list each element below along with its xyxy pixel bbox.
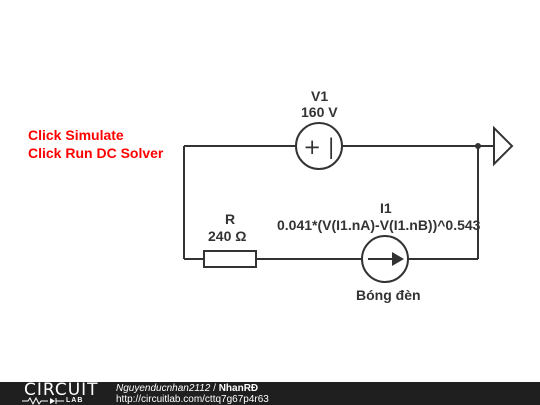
current-source-name: I1 <box>380 200 392 216</box>
voltage-source-polarity: + | <box>303 135 334 160</box>
instruction-simulate: Click Simulate <box>28 127 124 143</box>
current-source-caption: Bóng đèn <box>356 287 421 303</box>
current-arrow-head <box>392 252 404 266</box>
current-source-symbol[interactable] <box>361 235 409 283</box>
output-node-terminal[interactable] <box>493 125 514 167</box>
resistor-value: 240 Ω <box>208 228 247 244</box>
instruction-run-dc-solver: Click Run DC Solver <box>28 145 164 161</box>
voltage-source-symbol[interactable] <box>295 122 343 170</box>
footer-bar: CIRCUIT LAB Nguyenducnhan2112 / NhanRĐ h… <box>0 382 540 405</box>
circuitlab-logo-lab: LAB <box>66 397 84 404</box>
resistor-name: R <box>225 211 236 227</box>
credit-separator: / <box>210 383 219 394</box>
project-link[interactable]: NhanRĐ <box>218 383 259 394</box>
voltage-source-value: 160 V <box>301 104 338 120</box>
circuit-url-link[interactable]: http://circuitlab.com/cttq7g67p4r63 <box>116 394 269 405</box>
current-source-expression: 0.041*(V(I1.nA)-V(I1.nB))^0.543 <box>277 217 481 233</box>
resistor-symbol[interactable] <box>203 250 257 268</box>
circuitlab-logo-text[interactable]: CIRCUIT <box>24 380 99 400</box>
author-link[interactable]: Nguyenducnhan2112 <box>116 383 211 394</box>
footer-credit: Nguyenducnhan2112 / NhanRĐ <box>116 383 258 394</box>
junction-dot <box>475 143 481 149</box>
circuitlab-logo-icon <box>22 397 64 405</box>
voltage-source-name: V1 <box>311 88 329 104</box>
